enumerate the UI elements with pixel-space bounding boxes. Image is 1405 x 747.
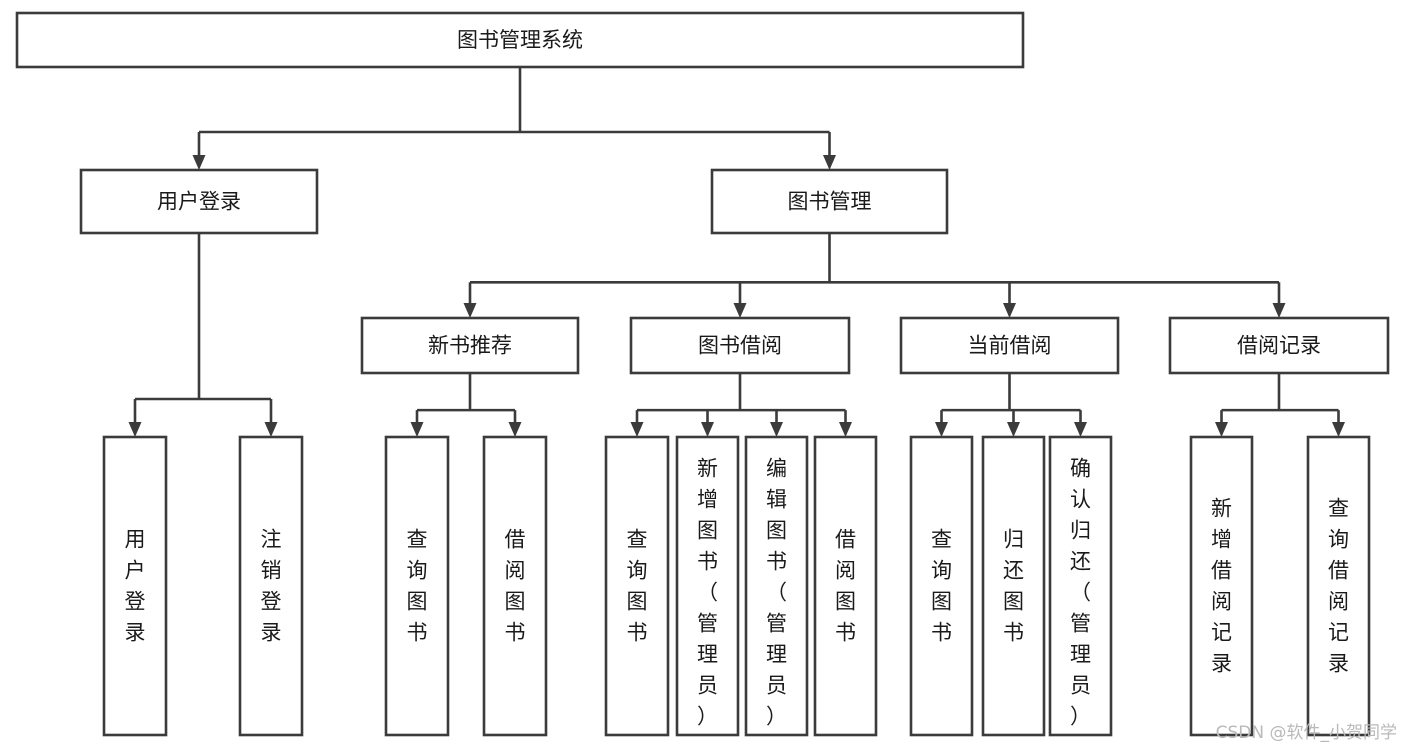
node-leaf-query-book-current[interactable]: 查询图书: [909, 435, 974, 737]
node-label-leaf-query-book-recommend: 查询图书: [407, 527, 428, 644]
node-label-leaf-user-logout: 注销登录: [261, 527, 282, 644]
node-label-new-book-recommend: 新书推荐: [428, 334, 512, 358]
node-box-book-management: [710, 168, 949, 235]
node-leaf-query-book-recommend[interactable]: 查询图书: [384, 435, 450, 737]
node-leaf-add-borrow-record[interactable]: 新增借阅记录: [1189, 435, 1254, 737]
node-box-new-book-recommend: [360, 316, 580, 375]
node-label-leaf-edit-book-admin: 编辑图书（管理员）: [766, 456, 787, 728]
node-label-book-borrow: 图书借阅: [698, 334, 782, 358]
node-leaf-confirm-return-admin[interactable]: 确认归还（管理员）: [1048, 435, 1113, 737]
node-book-borrow[interactable]: 图书借阅: [629, 316, 851, 375]
node-borrow-record[interactable]: 借阅记录: [1168, 316, 1390, 375]
node-box-leaf-query-borrow-record: [1306, 435, 1371, 737]
node-root[interactable]: 图书管理系统: [15, 11, 1025, 69]
node-leaf-add-book-admin[interactable]: 新增图书（管理员）: [675, 435, 740, 737]
node-leaf-edit-book-admin[interactable]: 编辑图书（管理员）: [744, 435, 809, 737]
node-label-leaf-confirm-return-admin: 确认归还（管理员）: [1070, 456, 1091, 728]
node-box-leaf-borrow-book: [813, 435, 878, 737]
node-box-leaf-edit-book-admin: [744, 435, 809, 737]
node-leaf-query-book-borrow[interactable]: 查询图书: [604, 435, 670, 737]
node-label-leaf-query-book-borrow: 查询图书: [627, 527, 648, 644]
node-book-management[interactable]: 图书管理: [710, 168, 949, 235]
node-label-leaf-add-book-admin: 新增图书（管理员）: [697, 456, 718, 728]
node-box-leaf-user-login: [102, 435, 168, 737]
node-box-root: [15, 11, 1025, 69]
node-leaf-user-logout[interactable]: 注销登录: [238, 435, 304, 737]
node-box-leaf-query-book-current: [909, 435, 974, 737]
node-label-leaf-query-borrow-record: 查询借阅记录: [1328, 496, 1349, 675]
node-leaf-query-borrow-record[interactable]: 查询借阅记录: [1306, 435, 1371, 737]
node-label-current-borrow: 当前借阅: [968, 334, 1052, 358]
node-box-leaf-confirm-return-admin: [1048, 435, 1113, 737]
node-leaf-user-login[interactable]: 用户登录: [102, 435, 168, 737]
node-label-user-login: 用户登录: [157, 190, 241, 214]
nodes-layer: 图书管理系统用户登录图书管理新书推荐图书借阅当前借阅借阅记录用户登录注销登录查询…: [15, 11, 1390, 737]
node-label-leaf-user-login: 用户登录: [125, 527, 146, 644]
node-box-leaf-add-book-admin: [675, 435, 740, 737]
node-label-leaf-add-borrow-record: 新增借阅记录: [1211, 496, 1232, 675]
node-box-leaf-borrow-book-recommend: [482, 435, 548, 737]
node-leaf-borrow-book[interactable]: 借阅图书: [813, 435, 878, 737]
node-box-leaf-query-book-recommend: [384, 435, 450, 737]
node-current-borrow[interactable]: 当前借阅: [899, 316, 1120, 375]
node-new-book-recommend[interactable]: 新书推荐: [360, 316, 580, 375]
node-box-leaf-user-logout: [238, 435, 304, 737]
watermark-text: CSDN @软件_小贺同学: [1215, 723, 1397, 743]
node-label-leaf-borrow-book-recommend: 借阅图书: [505, 527, 526, 644]
edges-layer: [128, 67, 1345, 437]
node-label-leaf-query-book-current: 查询图书: [931, 527, 952, 644]
node-box-book-borrow: [629, 316, 851, 375]
node-box-leaf-query-book-borrow: [604, 435, 670, 737]
node-box-borrow-record: [1168, 316, 1390, 375]
node-label-root: 图书管理系统: [457, 28, 583, 52]
node-box-leaf-return-book: [981, 435, 1046, 737]
node-box-current-borrow: [899, 316, 1120, 375]
node-box-leaf-add-borrow-record: [1189, 435, 1254, 737]
node-user-login[interactable]: 用户登录: [79, 168, 319, 235]
node-label-borrow-record: 借阅记录: [1237, 334, 1321, 358]
node-leaf-borrow-book-recommend[interactable]: 借阅图书: [482, 435, 548, 737]
node-leaf-return-book[interactable]: 归还图书: [981, 435, 1046, 737]
node-label-leaf-return-book: 归还图书: [1003, 527, 1024, 644]
node-label-book-management: 图书管理: [788, 190, 872, 214]
node-box-user-login: [79, 168, 319, 235]
node-label-leaf-borrow-book: 借阅图书: [835, 527, 856, 644]
